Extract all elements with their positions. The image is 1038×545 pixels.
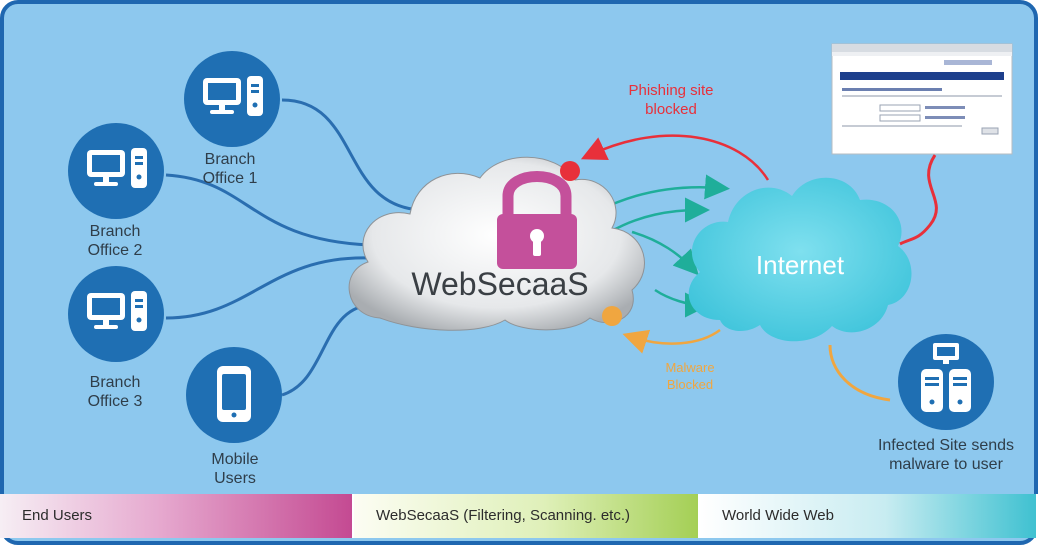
legend-bar: End Users WebSecaaS (Filtering, Scanning… — [0, 494, 1038, 545]
phishing-blocked-label: Phishing site blocked — [628, 82, 714, 118]
legend-world-wide-web: World Wide Web — [700, 494, 1038, 538]
lock-icon — [497, 171, 577, 269]
malware-block-dot — [602, 306, 622, 326]
link-mobile — [281, 303, 381, 397]
label-branch-office-2: Branch Office 2 — [87, 223, 143, 259]
link-branch3 — [165, 256, 371, 320]
label-infected-site: Infected Site sends malware to user — [877, 437, 1015, 473]
internet-cloud — [688, 177, 912, 342]
label-mobile-users: Mobile Users — [211, 451, 259, 487]
phishing-block-dot — [560, 161, 580, 181]
node-branch2 — [68, 123, 164, 219]
malware-blocked-label: Malware Blocked — [665, 360, 715, 392]
mobile-phone-icon — [217, 366, 251, 422]
browser-screenshot — [831, 43, 1013, 155]
connector-lines — [165, 98, 421, 397]
node-mobile — [186, 347, 282, 443]
computer-icon — [87, 291, 147, 331]
computer-icon — [203, 76, 263, 116]
label-branch-office-3: Branch Office 3 — [87, 374, 143, 410]
computer-icon — [87, 148, 147, 188]
internet-label: Internet — [755, 250, 845, 280]
infected-link — [828, 344, 891, 402]
phishing-arrow — [580, 134, 770, 181]
node-infected-site — [898, 334, 994, 430]
phishing-squiggle — [899, 154, 938, 246]
websecaas-cloud — [348, 156, 645, 331]
link-branch1 — [281, 98, 421, 212]
websecaas-label: WebSecaaS — [411, 266, 589, 302]
node-branch3 — [68, 266, 164, 362]
link-branch2 — [165, 173, 371, 247]
server-icon — [921, 343, 971, 412]
malware-arrow — [622, 328, 721, 354]
legend-end-users: End Users — [0, 494, 354, 538]
node-branch1 — [184, 51, 280, 147]
label-branch-office-1: Branch Office 1 — [202, 151, 258, 187]
legend-websecaas: WebSecaaS (Filtering, Scanning. etc.) — [354, 494, 700, 538]
